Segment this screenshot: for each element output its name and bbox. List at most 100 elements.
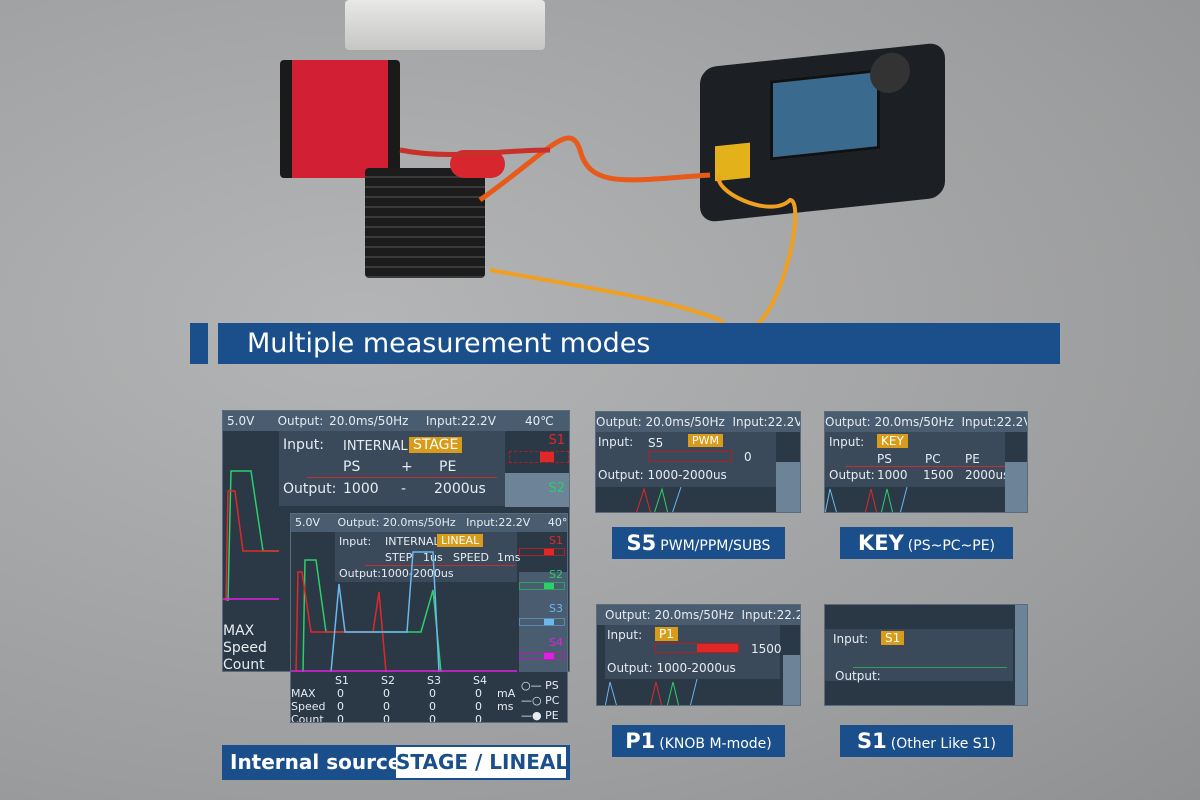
- knob-bar: [655, 643, 739, 653]
- temperature: 40℃: [547, 516, 567, 529]
- modes-box: STAGE / LINEAL: [396, 747, 568, 778]
- cell: 0: [475, 713, 482, 723]
- output-label: Output:: [835, 669, 881, 683]
- caption-bold: S1: [856, 729, 887, 753]
- col-s1: S1: [335, 674, 349, 687]
- input-label: Input:: [829, 435, 865, 449]
- dash: -: [401, 481, 407, 497]
- waveform: [825, 487, 908, 512]
- key-screen: Output: 20.0ms/50Hz Input:22.2V Input: K…: [824, 411, 1028, 513]
- caption-text: (Other Like S1): [890, 736, 997, 752]
- battery: [345, 0, 545, 50]
- toggle-ps[interactable]: ○— PS: [521, 679, 559, 692]
- pe-label: PE: [965, 452, 980, 466]
- toggle-label: PC: [545, 694, 560, 707]
- speed-label: SPEED: [453, 551, 489, 564]
- status-bar: 5.0V Output: 20.0ms/50Hz Input:22.2V 40℃: [223, 411, 569, 431]
- cell: 0: [383, 687, 390, 700]
- row-max: MAX: [223, 623, 255, 639]
- output-start: 1000: [343, 481, 379, 497]
- input-value: 0: [744, 450, 752, 464]
- cell: 0: [429, 687, 436, 700]
- mode-tag: LINEAL: [437, 534, 484, 547]
- voltage: 5.0V: [295, 516, 321, 529]
- cell: 0: [475, 687, 482, 700]
- mode-tag: KEY: [877, 434, 908, 448]
- table-row: Count 0 0 0 0: [291, 713, 517, 723]
- toggle-pe[interactable]: —● PE: [521, 709, 559, 722]
- input-voltage: Input:22.2V: [425, 414, 496, 428]
- mode-tag: P1: [655, 627, 678, 641]
- stage-stats-labels: MAX Speed Count: [223, 623, 267, 672]
- unit: mA: [497, 687, 516, 700]
- input-voltage: Input:22.2V: [741, 608, 800, 622]
- cell: 0: [475, 700, 482, 713]
- col-s2: S2: [381, 674, 395, 687]
- cell: 0: [337, 687, 344, 700]
- output-freq: Output: 20.0ms/50Hz: [596, 415, 725, 429]
- cell: 0: [337, 713, 344, 723]
- toggle-pc[interactable]: —○ PC: [521, 694, 560, 707]
- input-label: Input:: [283, 437, 324, 453]
- toggle-label: PS: [545, 679, 559, 692]
- product-photo: [250, 0, 950, 334]
- input-voltage: Input:22.2V: [466, 516, 531, 529]
- cell: 0: [429, 713, 436, 723]
- input-voltage: Input:22.2V: [732, 415, 801, 429]
- toggle-label: PE: [545, 709, 559, 722]
- output-freq: Output: 20.0ms/50Hz: [277, 414, 409, 428]
- row-label: Speed: [291, 700, 326, 713]
- output-label: Output:: [283, 481, 337, 497]
- input-voltage: Input:22.2V: [961, 415, 1028, 429]
- stage-info: Input: INTERNAL STAGE PS + PE Output: 10…: [279, 431, 505, 506]
- input-label: Input:: [598, 435, 634, 449]
- output-range: Output: 1000-2000us: [607, 661, 736, 675]
- pe-value: 2000us: [965, 468, 1010, 482]
- lineal-waveform: [291, 551, 517, 673]
- p1-screen: Output: 20.0ms/50Hz Input:22.2V Input: P…: [596, 604, 801, 706]
- input-label: Input:: [833, 632, 869, 646]
- pe-label: PE: [439, 459, 457, 475]
- ps-value: 1000: [877, 468, 908, 482]
- speed-value: 1ms: [497, 551, 521, 564]
- cell: 0: [383, 700, 390, 713]
- cell: 0: [429, 700, 436, 713]
- col-s4: S4: [473, 674, 487, 687]
- output-freq: Output: 20.0ms/50Hz: [337, 516, 456, 529]
- caption-bold: S5: [626, 531, 657, 555]
- mode-tag: S1: [881, 631, 905, 645]
- s1-screen: Input: S1 Output:: [824, 604, 1028, 706]
- caption-bold: KEY: [857, 531, 904, 555]
- mode-tag: PWM: [688, 434, 724, 447]
- s5-screen: Output: 20.0ms/50Hz Input:22.2V Input: S…: [595, 411, 801, 513]
- col-s3: S3: [427, 674, 441, 687]
- caption-bold: P1: [625, 729, 656, 753]
- caption-text: PWM/PPM/SUBS: [660, 538, 771, 554]
- channel-s3: S3: [549, 602, 563, 615]
- mode-tag: STAGE: [409, 437, 463, 453]
- pc-label: PC: [925, 452, 941, 466]
- row-speed: Speed: [223, 640, 267, 656]
- output-freq: Output: 20.0ms/50Hz: [605, 608, 734, 622]
- row-count: Count: [223, 657, 265, 672]
- output-freq: Output: 20.0ms/50Hz: [825, 415, 954, 429]
- channel-s1: S1: [549, 534, 563, 547]
- source: S5: [648, 436, 664, 450]
- input-label: Input:: [339, 535, 372, 548]
- channel-s1: S1: [548, 433, 565, 448]
- row-label: Count: [291, 713, 324, 723]
- source: INTERNAL: [385, 535, 440, 548]
- lineal-info: Input: INTERNAL LINEAL STEP 1us SPEED 1m…: [335, 532, 521, 582]
- cell: 0: [383, 713, 390, 723]
- temperature: 40℃: [524, 414, 554, 428]
- ps-label: PS: [343, 459, 361, 475]
- status-bar: 5.0V Output: 20.0ms/50Hz Input:22.2V 40℃: [291, 514, 567, 532]
- channel-s4: S4: [549, 636, 563, 649]
- cell: 0: [337, 700, 344, 713]
- plus: +: [401, 459, 413, 475]
- step-label: STEP: [385, 551, 413, 564]
- caption-text: (KNOB M-mode): [659, 736, 772, 752]
- output-range: Output:1000-2000us: [339, 567, 454, 580]
